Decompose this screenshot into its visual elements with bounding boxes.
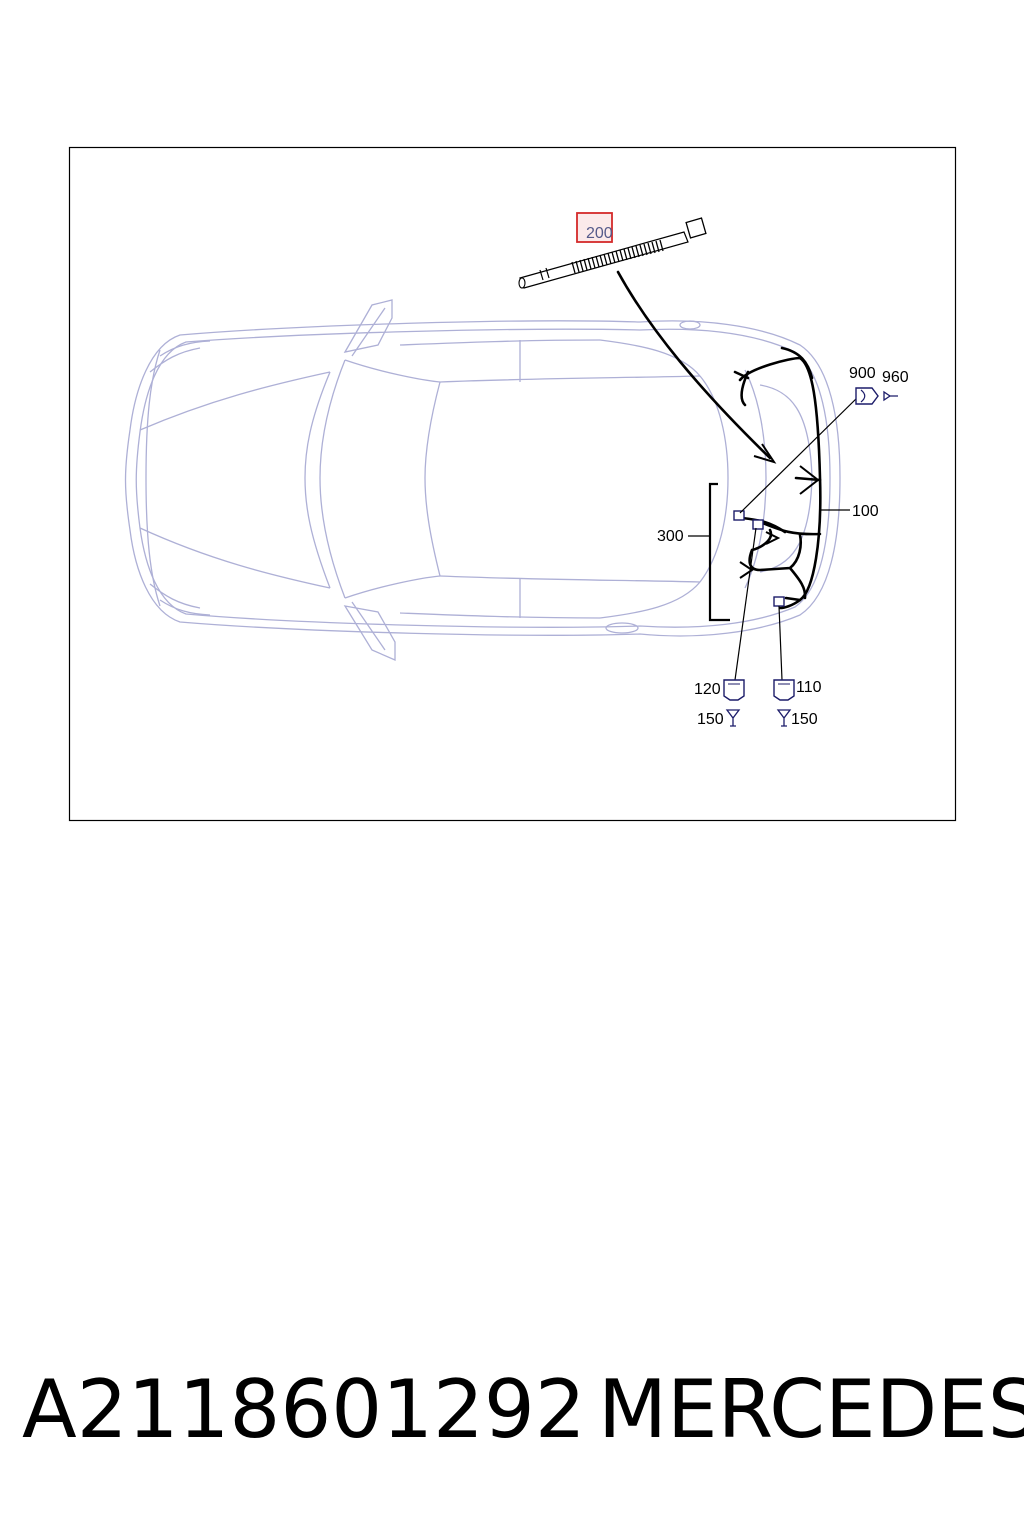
label-300: 300 — [657, 528, 684, 545]
car-outline — [124, 299, 841, 661]
bracket-300 — [708, 482, 730, 622]
label-900: 900 — [849, 365, 876, 382]
terminal-icon-150-right — [776, 709, 792, 727]
terminal-icon-960 — [883, 390, 898, 402]
part-200-component — [518, 217, 707, 289]
brand-caption: MERCEDES — [598, 1363, 1024, 1456]
label-110: 110 — [796, 679, 822, 696]
connector-120 — [752, 519, 764, 530]
label-150-left: 150 — [697, 711, 724, 728]
terminal-icon-150-left — [725, 709, 741, 727]
leader-900 — [739, 394, 861, 514]
label-120: 120 — [694, 681, 721, 698]
harness-100 — [733, 346, 822, 610]
leader-120 — [734, 527, 757, 681]
label-960: 960 — [882, 369, 909, 386]
connector-near-300 — [733, 510, 745, 521]
leader-200-arrow — [753, 443, 777, 464]
connector-icon-900 — [855, 387, 879, 405]
connector-110 — [773, 596, 785, 607]
leader-110 — [778, 605, 783, 681]
label-150-right: 150 — [791, 711, 818, 728]
part-number-caption: A2118601292 — [22, 1363, 586, 1456]
leader-200 — [616, 270, 772, 460]
connector-icon-120 — [723, 679, 745, 701]
label-200: 200 — [586, 225, 613, 242]
connector-icon-110 — [773, 679, 795, 701]
label-100: 100 — [852, 503, 879, 520]
diagram-frame — [68, 146, 957, 822]
highlight-box-200 — [576, 212, 613, 243]
